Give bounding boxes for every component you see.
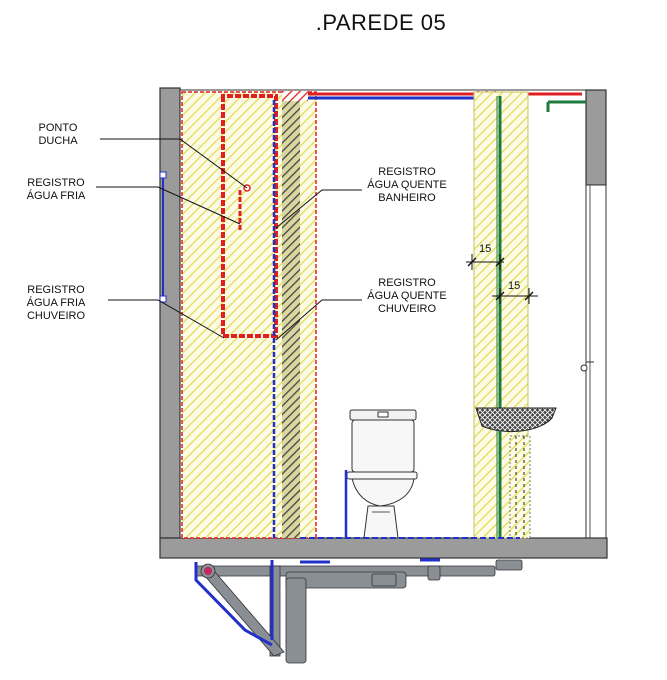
page-title: .PAREDE 05 xyxy=(315,10,447,35)
label-ponto-ducha: PONTO DUCHA xyxy=(38,122,78,147)
dark-shaft xyxy=(282,92,300,538)
dimension-label-2: 15 xyxy=(508,280,521,292)
drainage-pipes xyxy=(194,559,523,664)
label-registro-agua-quente-chuveiro: REGISTRO ÁGUA QUENTE CHUVEIRO xyxy=(367,277,447,315)
hot-water-pipe-loop xyxy=(221,94,278,338)
dimension-label-1: 15 xyxy=(479,243,492,255)
cold-water-underfloor xyxy=(194,558,440,647)
toilet xyxy=(346,409,418,539)
leader-lines xyxy=(96,138,362,341)
dimension-1 xyxy=(466,254,505,270)
right-wall-upper xyxy=(585,89,607,186)
label-registro-agua-fria: REGISTRO ÁGUA FRIA xyxy=(26,177,86,202)
label-registro-agua-quente-banheiro: REGISTRO ÁGUA QUENTE BANHEIRO xyxy=(367,166,447,204)
left-wall xyxy=(159,87,181,539)
dimension-2 xyxy=(492,288,538,304)
floor-slab xyxy=(159,537,608,559)
label-registro-agua-fria-chuveiro: REGISTRO ÁGUA FRIA CHUVEIRO xyxy=(26,284,86,322)
door-handle xyxy=(580,364,588,372)
sink-basin xyxy=(475,407,557,539)
